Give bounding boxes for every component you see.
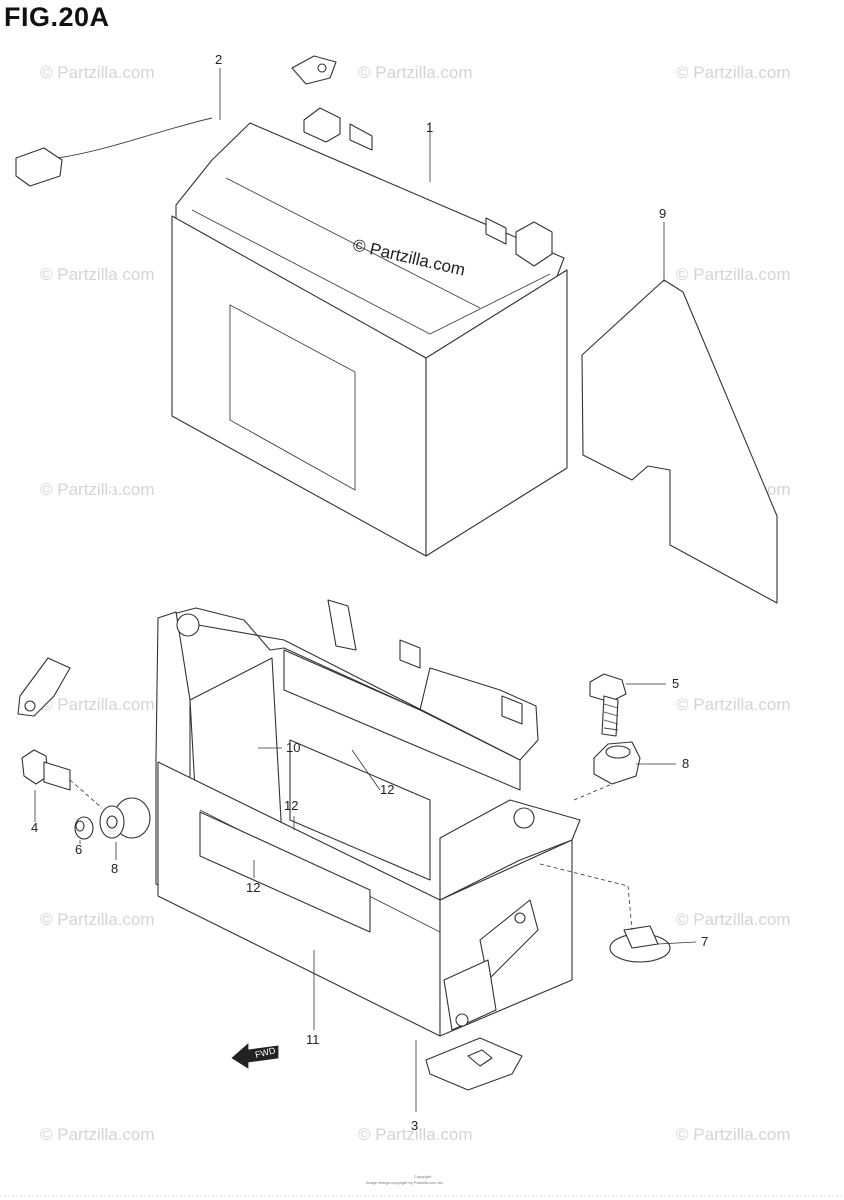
watermark: © Partzilla.com — [40, 480, 155, 499]
callout-1: 1 — [426, 120, 433, 135]
part-8-grommet-right — [593, 741, 641, 785]
callout-8-right: 8 — [682, 756, 689, 771]
footer-line-2: Image design copyright by Partzilla.com … — [366, 1180, 444, 1185]
callout-12-c: 12 — [246, 880, 260, 895]
leader-lines — [34, 68, 697, 1112]
part-5-bolt — [589, 673, 627, 737]
part-9-sheet — [581, 279, 778, 604]
callout-5: 5 — [672, 676, 679, 691]
figure-title: FIG.20A — [4, 2, 110, 32]
callout-3: 3 — [411, 1118, 418, 1133]
callout-11: 11 — [306, 1032, 320, 1047]
part-7-nut — [609, 925, 671, 963]
watermark: © Partzilla.com — [676, 910, 791, 929]
callout-10: 10 — [286, 740, 300, 755]
watermark: © Partzilla.com — [40, 63, 155, 82]
callout-7: 7 — [701, 934, 708, 949]
watermark: © Partzilla.com — [40, 1125, 155, 1144]
part-6-collar — [74, 816, 94, 840]
watermark: © Partzilla.com — [358, 1125, 473, 1144]
callout-12-a: 12 — [380, 782, 394, 797]
footer: Copyright Image design copyright by Part… — [0, 1174, 844, 1197]
watermark: © Partzilla.com — [676, 63, 791, 82]
watermark: © Partzilla.com — [676, 265, 791, 284]
callouts: 1 2 3 4 5 6 7 8 8 9 10 11 12 12 12 — [31, 52, 708, 1133]
watermark: © Partzilla.com — [40, 695, 155, 714]
watermark: © Partzilla.com — [358, 63, 473, 82]
watermark: © Partzilla.com — [676, 695, 791, 714]
part-1-battery — [171, 107, 568, 557]
watermark: © Partzilla.com — [40, 265, 155, 284]
callout-6: 6 — [75, 842, 82, 857]
part-2-cable — [15, 55, 337, 717]
footer-line-1: Copyright — [414, 1174, 432, 1179]
callout-8-left: 8 — [111, 861, 118, 876]
callout-12-b: 12 — [284, 798, 298, 813]
callout-4: 4 — [31, 820, 38, 835]
callout-2: 2 — [215, 52, 222, 67]
callout-9: 9 — [659, 206, 666, 221]
watermark: © Partzilla.com — [676, 1125, 791, 1144]
fwd-label: FWD — [254, 1045, 277, 1060]
part-4-bolt — [21, 749, 71, 791]
watermark: © Partzilla.com — [40, 910, 155, 929]
part-3-battery-tray — [155, 599, 581, 1091]
fwd-arrow: FWD — [231, 1043, 279, 1069]
part-8-grommet-left — [99, 797, 151, 839]
